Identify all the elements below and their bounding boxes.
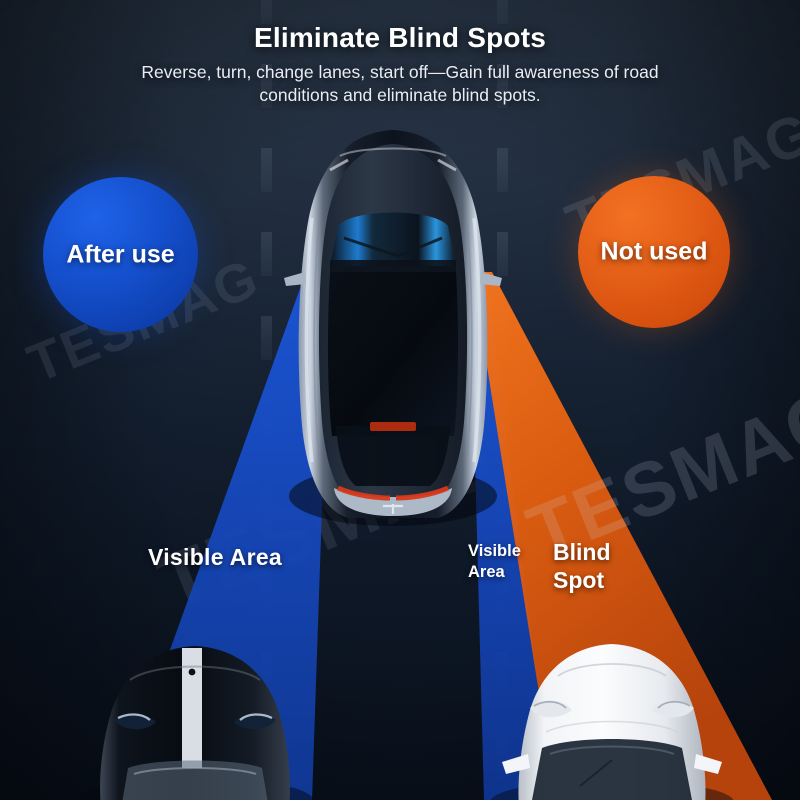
label-visible-area-left: Visible Area [148, 544, 283, 570]
badge-after-use[interactable]: After use [43, 177, 198, 332]
page-subtitle: Reverse, turn, change lanes, start off—G… [141, 62, 659, 106]
label-blind-spot: Blind Spot [553, 539, 611, 594]
badge-not-used-label: Not used [600, 237, 708, 266]
badge-not-used[interactable]: Not used [578, 176, 730, 328]
adjacent-car-left [70, 640, 320, 800]
main-car-top-view [278, 126, 508, 526]
label-visible-area-right: Visible Area [468, 542, 521, 581]
page-title: Eliminate Blind Spots [253, 22, 546, 53]
adjacent-car-right [480, 636, 745, 800]
header: Eliminate Blind Spots Reverse, turn, cha… [0, 22, 800, 107]
badge-after-use-label: After use [66, 240, 175, 268]
